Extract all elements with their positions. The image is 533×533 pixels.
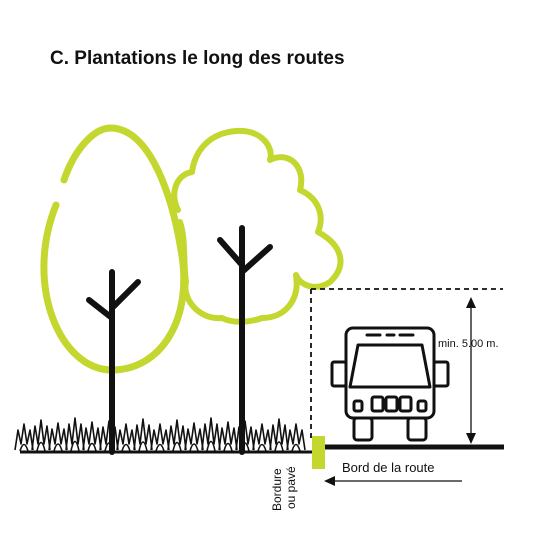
grass-tuft [286, 423, 306, 451]
road-edge-label: Bord de la route [342, 460, 435, 475]
grass-tuft [184, 422, 204, 451]
page-title: C. Plantations le long des routes [50, 48, 345, 69]
grass-tuft [252, 423, 272, 451]
grass-tuft [31, 419, 51, 451]
grass-tuft [201, 417, 221, 451]
grass-tuft-inner [257, 443, 267, 452]
grass-tuft [14, 423, 34, 451]
dimension-arrow-icon [466, 297, 476, 444]
grass-tuft-inner [138, 441, 148, 452]
grass-tuft [116, 423, 136, 451]
grass-tuft-inner [223, 442, 233, 452]
curb-label-line1: Bordure [270, 468, 284, 511]
grass-tuft-inner [87, 442, 97, 452]
clearance-envelope [310, 288, 503, 440]
tree-trunk-left [86, 269, 141, 455]
tree-crown-cloud-icon [171, 127, 344, 325]
grass-tuft-inner [155, 443, 165, 452]
grass-tuft-inner [19, 443, 29, 452]
curb-icon [312, 436, 325, 469]
grass-tuft-inner [121, 443, 131, 452]
grass-tuft-inner [36, 441, 46, 452]
grass-tuft-inner [291, 443, 301, 452]
grass-tuft-inner [70, 440, 80, 452]
truck-icon [330, 326, 450, 442]
grass-tuft-inner [189, 443, 199, 452]
grass-icon [14, 417, 306, 452]
grass-tuft [269, 418, 289, 451]
height-label: min. 5.00 m. [438, 338, 499, 350]
grass-tuft [48, 422, 68, 451]
grass-tuft [133, 418, 153, 451]
grass-tuft [65, 417, 85, 451]
arrow-left-icon [324, 476, 462, 486]
grass-tuft [218, 421, 238, 451]
grass-tuft [150, 423, 170, 451]
grass-tuft [82, 421, 102, 451]
grass-tuft-inner [53, 443, 63, 452]
grass-tuft-inner [172, 441, 182, 452]
grass-tuft [167, 419, 187, 451]
curb-label: Bordure ou pavé [270, 465, 298, 511]
tree-trunk-right [217, 225, 273, 455]
grass-tuft-inner [274, 441, 284, 452]
grass-tuft-inner [206, 440, 216, 452]
curb-label-line2: ou pavé [284, 466, 298, 509]
